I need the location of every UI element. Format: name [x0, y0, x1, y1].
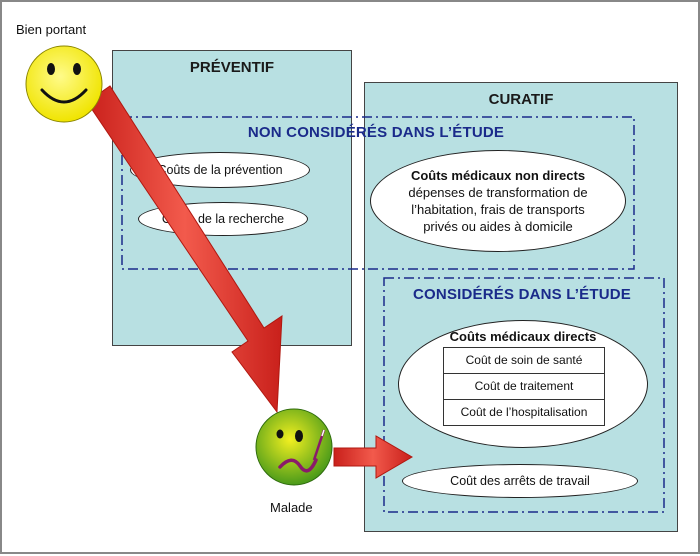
- indirect-costs-line3: privés ou aides à domicile: [423, 219, 573, 234]
- non-considered-boundary: [121, 116, 635, 270]
- direct-cost-item-hospitalisation: Coût de l’hospitalisation: [460, 405, 588, 419]
- direct-costs-list: Coût de soin de santé Coût de traitement…: [443, 347, 605, 426]
- happy-face-icon: [25, 45, 103, 123]
- indirect-costs-title: Coûts médicaux non directs: [410, 168, 586, 183]
- indirect-costs-ellipse: Coûts médicaux non directs dépenses de t…: [370, 150, 626, 252]
- sick-face-icon: [255, 408, 333, 486]
- sick-state-label: Malade: [270, 500, 313, 515]
- healthy-state-label: Bien portant: [16, 22, 87, 37]
- indirect-costs-line2: l’habitation, frais de transports: [411, 202, 585, 217]
- curatif-title: CURATIF: [488, 91, 554, 108]
- non-considered-title: NON CONSIDÉRÉS DANS L’ÉTUDE: [247, 124, 505, 141]
- work-stop-cost-label: Coût des arrêts de travail: [450, 474, 590, 488]
- direct-cost-item-care: Coût de soin de santé: [444, 348, 604, 374]
- direct-cost-item-treatment: Coût de traitement: [444, 374, 604, 400]
- transition-arrow-diagonal: [86, 85, 283, 414]
- indirect-costs-line1: dépenses de transformation de: [408, 185, 588, 200]
- considered-title: CONSIDÉRÉS DANS L’ÉTUDE: [413, 286, 631, 303]
- prevention-cost-label: Coûts de la prévention: [157, 163, 283, 177]
- direct-costs-ellipse: Coûts médicaux directs: [398, 320, 648, 448]
- preventif-title: PRÉVENTIF: [189, 59, 275, 76]
- considered-boundary: [383, 277, 665, 513]
- work-stop-cost-ellipse: Coût des arrêts de travail: [402, 464, 638, 498]
- transition-arrow-horizontal: [333, 435, 413, 479]
- direct-costs-title: Coûts médicaux directs: [449, 329, 597, 344]
